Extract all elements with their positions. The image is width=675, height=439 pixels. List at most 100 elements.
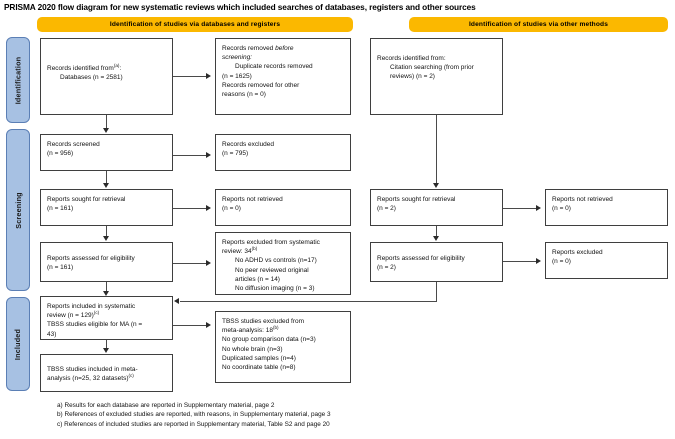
- box-line: review (n = 129)(c): [47, 310, 100, 320]
- box-line: review: 34(b): [222, 246, 258, 256]
- box-line: Reports sought for retrieval: [47, 196, 126, 203]
- connector-arrow-down: [433, 236, 439, 241]
- phase-bar-label: Identification of studies via databases …: [109, 21, 281, 28]
- connector-arrow-right: [536, 258, 541, 264]
- connector-line: [436, 226, 437, 239]
- box-line: Reports included in systematic: [47, 303, 136, 310]
- connector-line: [106, 171, 107, 186]
- box-reports-assessed-other-methods: Reports assessed for eligibility (n = 2): [370, 242, 503, 282]
- box-line: Records excluded: [222, 141, 275, 148]
- box-line: No diffusion imaging (n = 3): [235, 285, 315, 293]
- box-line: (n = 0): [222, 205, 241, 213]
- box-reports-sought-other-methods: Reports sought for retrieval (n = 2): [370, 189, 503, 226]
- box-line: Reports assessed for eligibility: [377, 255, 465, 262]
- connector-arrow-left: [174, 298, 179, 304]
- box-line: screening:: [222, 54, 252, 62]
- connector-line: [106, 115, 107, 131]
- box-line: (n = 0): [552, 205, 571, 213]
- box-line: reasons (n = 0): [222, 91, 266, 99]
- box-line: TBSS studies included in meta-: [47, 366, 138, 373]
- box-line: Reports excluded: [552, 249, 603, 256]
- box-line: Reports not retrieved: [552, 196, 613, 203]
- box-line: Reports sought for retrieval: [377, 196, 456, 203]
- connector-arrow-down: [103, 348, 109, 353]
- connector-arrow-right: [206, 260, 211, 266]
- connector-line: [503, 261, 537, 262]
- box-line: (n = 2): [377, 205, 396, 213]
- box-reports-included-systematic-review: Reports included in systematic review (n…: [40, 296, 173, 340]
- connector-arrow-right: [206, 152, 211, 158]
- box-records-identified-other-methods: Records identified from: Citation search…: [370, 38, 503, 115]
- connector-line: [436, 282, 437, 302]
- box-line: 43): [47, 330, 57, 338]
- box-tbss-included-meta-analysis: TBSS studies included in meta- analysis …: [40, 354, 173, 392]
- box-line: No group comparison data (n=3): [222, 336, 316, 344]
- connector-line: [173, 208, 207, 209]
- connector-arrow-down: [103, 183, 109, 188]
- box-line: Records removed before: [222, 45, 294, 52]
- box-line: (n = 2): [377, 264, 396, 272]
- side-label-text: Identification: [13, 56, 23, 104]
- connector-line: [106, 282, 107, 294]
- phase-bar-other-methods: Identification of studies via other meth…: [409, 17, 668, 32]
- box-line: Records removed for other: [222, 81, 300, 89]
- box-line: Citation searching (from prior: [390, 64, 474, 72]
- connector-arrow-down: [433, 183, 439, 188]
- footnotes: a) Results for each database are reporte…: [57, 401, 657, 429]
- box-line: Duplicated samples (n=4): [222, 354, 296, 362]
- connector-line: [180, 301, 437, 302]
- connector-arrow-right: [206, 322, 211, 328]
- box-line: meta-analysis: 18(b): [222, 325, 279, 335]
- box-line: Databases (n = 2581): [60, 74, 123, 82]
- connector-line: [173, 76, 207, 77]
- box-line: No coordinate table (n=8): [222, 364, 296, 372]
- box-line: Reports excluded from systematic: [222, 239, 320, 246]
- connector-line: [503, 208, 537, 209]
- box-line: (n = 161): [47, 264, 74, 272]
- box-line: TBSS studies excluded from: [222, 318, 305, 325]
- connector-arrow-down: [103, 128, 109, 133]
- side-label-text: Screening: [13, 191, 23, 229]
- side-label-included: Included: [6, 297, 30, 391]
- box-line: TBSS studies eligible for MA (n =: [47, 321, 143, 329]
- box-reports-not-retrieved-databases: Reports not retrieved (n = 0): [215, 189, 351, 226]
- box-line: Records screened: [47, 141, 100, 148]
- footnote-a: a) Results for each database are reporte…: [57, 402, 275, 409]
- connector-arrow-down: [103, 291, 109, 296]
- box-line: (n = 956): [47, 150, 74, 158]
- box-line: (n = 1625): [222, 72, 252, 80]
- footnote-c: c) References of included studies are re…: [57, 420, 330, 428]
- connector-arrow-right: [536, 205, 541, 211]
- box-records-removed: Records removed before screening: Duplic…: [215, 38, 351, 115]
- box-records-identified: Records identified from(a): Databases (n…: [40, 38, 173, 115]
- side-label-text: Included: [13, 328, 23, 360]
- box-line: No whole brain (n=3): [222, 345, 283, 353]
- box-line: (n = 795): [222, 150, 249, 158]
- connector-line: [106, 340, 107, 351]
- box-line: Reports not retrieved: [222, 196, 283, 203]
- box-records-excluded: Records excluded (n = 795): [215, 134, 351, 171]
- connector-arrow-right: [206, 205, 211, 211]
- box-line: (n = 0): [552, 258, 571, 266]
- footnote-b: b) References of excluded studies are re…: [57, 411, 331, 419]
- box-reports-not-retrieved-other-methods: Reports not retrieved (n = 0): [545, 189, 668, 226]
- box-line: No ADHD vs controls (n=17): [235, 257, 317, 265]
- page-title: PRISMA 2020 flow diagram for new systema…: [4, 2, 476, 12]
- box-line: Records identified from:: [377, 55, 446, 62]
- box-reports-assessed-databases: Reports assessed for eligibility (n = 16…: [40, 242, 173, 282]
- box-reports-sought-databases: Reports sought for retrieval (n = 161): [40, 189, 173, 226]
- phase-bar-label: Identification of studies via other meth…: [468, 21, 609, 28]
- box-line: Reports assessed for eligibility: [47, 255, 135, 262]
- connector-line: [173, 263, 207, 264]
- connector-arrow-right: [206, 73, 211, 79]
- box-line: reviews) (n = 2): [390, 73, 435, 81]
- box-records-screened: Records screened (n = 956): [40, 134, 173, 171]
- connector-arrow-down: [103, 236, 109, 241]
- box-line: No peer reviewed original: [235, 266, 309, 274]
- connector-line: [173, 325, 207, 326]
- box-line: Records identified from(a):: [47, 62, 122, 72]
- box-line: Duplicate records removed: [235, 63, 313, 71]
- connector-line: [106, 226, 107, 239]
- connector-line: [173, 155, 207, 156]
- box-line: articles (n = 14): [235, 275, 280, 283]
